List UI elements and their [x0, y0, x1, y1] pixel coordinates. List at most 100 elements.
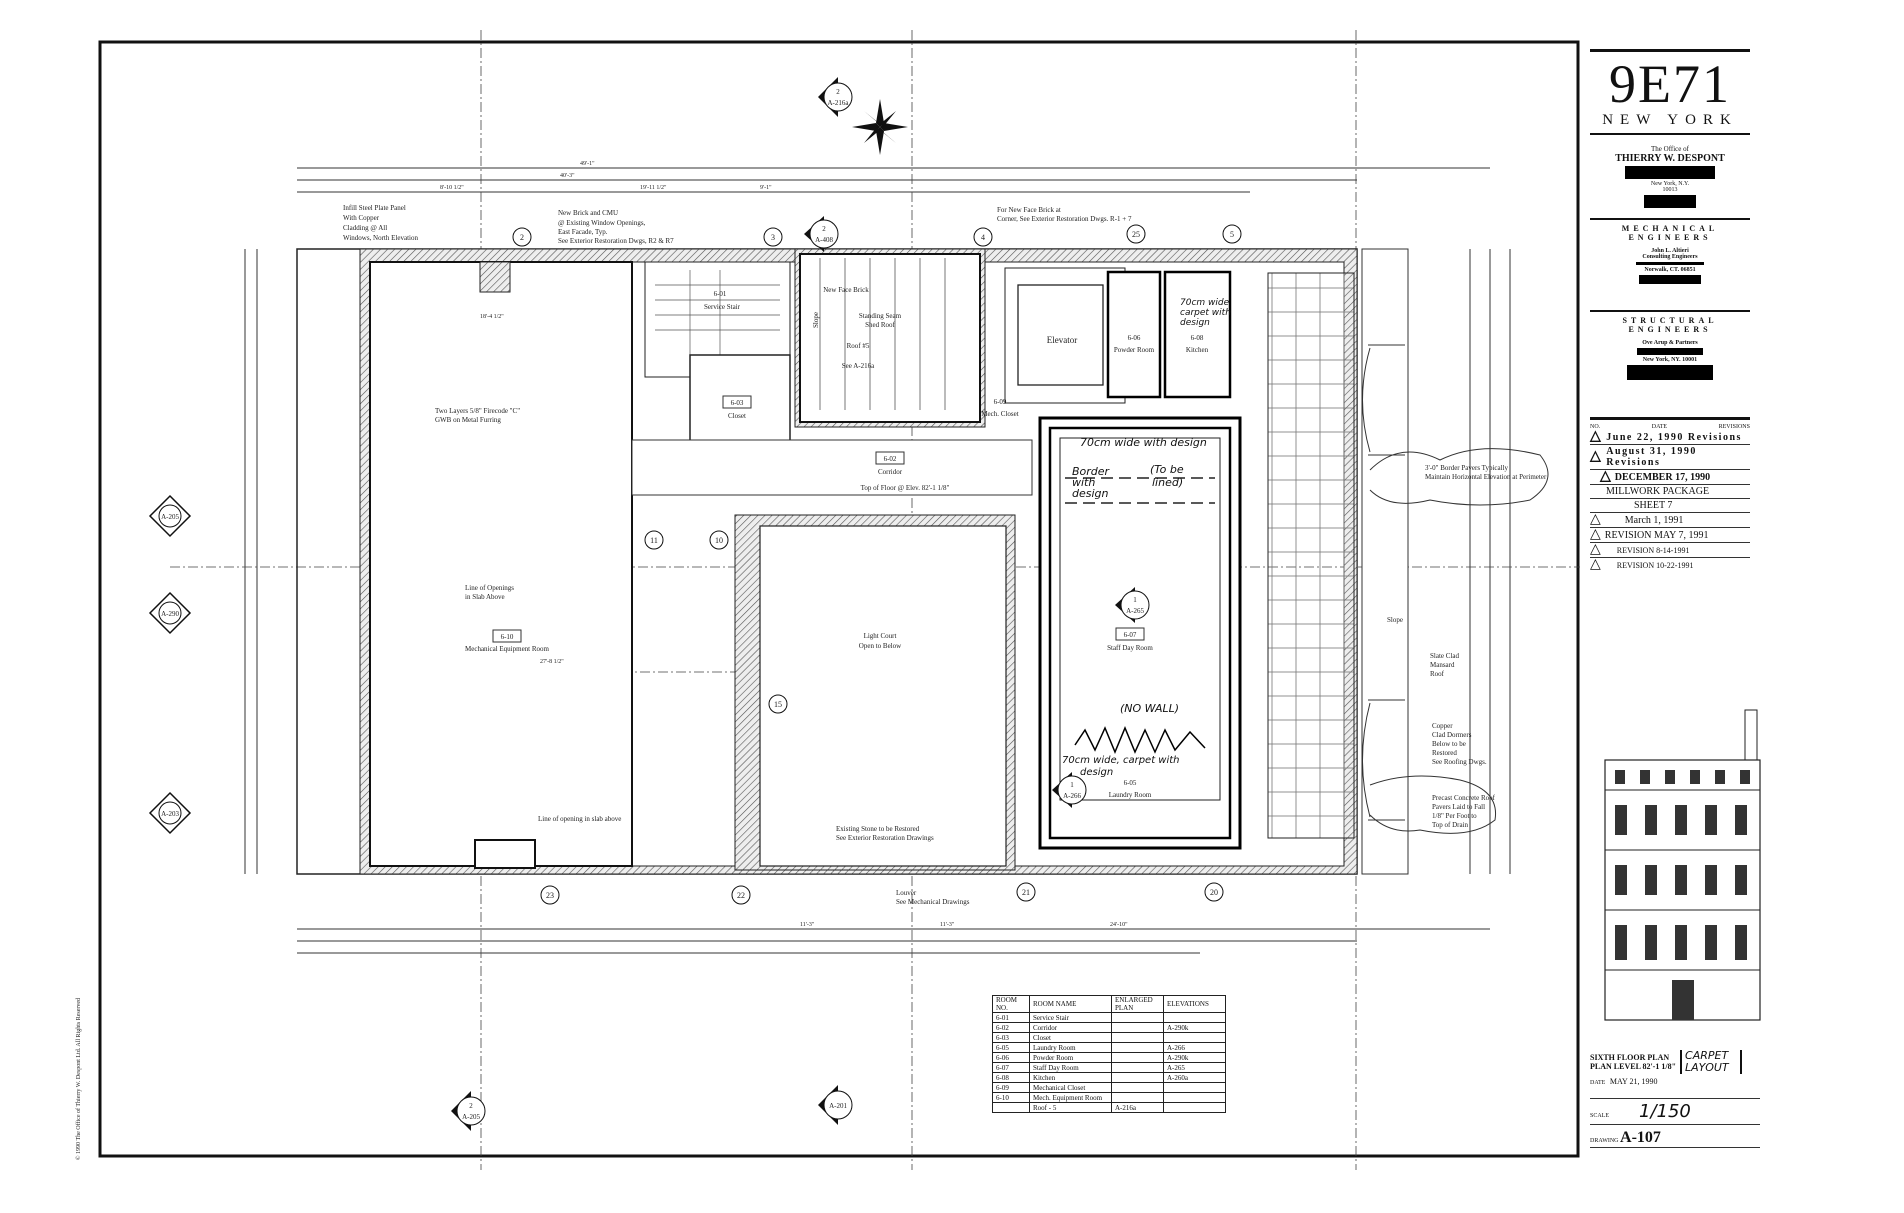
note: New Brick and CMU: [558, 209, 618, 217]
revision-triangle-icon: △: [1590, 512, 1601, 527]
slope-label: Slope: [1387, 616, 1403, 624]
grid-bubble: 4: [973, 227, 993, 247]
table-cell: [1163, 1102, 1226, 1113]
room-note: Shed Roof: [865, 321, 895, 329]
room-name: Kitchen: [1186, 346, 1209, 354]
section-marker[interactable]: 2A-408: [804, 216, 839, 252]
sheet-info: SIXTH FLOOR PLAN PLAN LEVEL 82'-1 1/8" C…: [1590, 1050, 1760, 1148]
revision-text: REVISION MAY 7, 1991: [1604, 529, 1709, 541]
table-cell: Closet: [1029, 1032, 1112, 1043]
note: Cladding @ All: [343, 224, 387, 232]
section-marker[interactable]: 1A-265: [1115, 587, 1150, 623]
architect-zip: 10013: [1662, 187, 1678, 193]
handwritten-note: (To be: [1150, 463, 1184, 476]
dimension-label: 11'-3": [940, 922, 955, 928]
mech-engineers-heading: MECHANICAL ENGINEERS: [1621, 224, 1719, 242]
table-cell: 6-06: [992, 1052, 1030, 1063]
section-num: 1: [1133, 596, 1137, 604]
handwritten-sheet-title: CARPET LAYOUT: [1680, 1050, 1743, 1074]
dimension-label: 8'-10 1/2": [440, 185, 464, 191]
sheet-border: [98, 40, 1580, 1158]
project-logo: 9E71: [1609, 54, 1731, 114]
grid-bubble: 10: [709, 530, 729, 550]
svg-text:10: 10: [715, 536, 723, 545]
plan-level: PLAN LEVEL 82'-1 1/8": [1590, 1062, 1677, 1071]
column-header: ROOM NAME: [1029, 995, 1112, 1013]
revision-row: △REVISION 10-22-1991: [1590, 558, 1750, 572]
section-marker[interactable]: 1A-266: [1052, 772, 1087, 808]
note: With Copper: [343, 214, 380, 222]
note: Existing Stone to be Restored: [836, 825, 920, 833]
slope-label: Slope: [812, 312, 820, 328]
section-ref: A-290: [161, 610, 179, 618]
section-marker[interactable]: 2A-216a: [818, 77, 853, 117]
table-cell: [1111, 1052, 1164, 1063]
section-marker[interactable]: A-201: [818, 1085, 853, 1125]
revision-text: August 31, 1990 Revisions: [1606, 446, 1697, 468]
office-prefix: The Office of: [1651, 145, 1689, 153]
note: Roof: [1430, 670, 1445, 678]
grid-bubble: 11: [644, 530, 664, 550]
dimension-label: 18'-4 1/2": [480, 314, 504, 320]
note: Pavers Laid to Fall: [1432, 803, 1485, 811]
section-marker[interactable]: A-203: [148, 791, 192, 835]
table-cell: Service Stair: [1029, 1012, 1112, 1023]
section-marker[interactable]: 2A-205: [451, 1091, 486, 1131]
redaction-bar: [1627, 365, 1713, 380]
revision-text: REVISION 8-14-1991: [1616, 545, 1690, 555]
dimension-lines-top: [244, 167, 1511, 954]
room-name: Mech. Closet: [981, 410, 1018, 418]
sheet-title: SIXTH FLOOR PLAN: [1590, 1053, 1670, 1062]
table-cell: A-260a: [1163, 1072, 1226, 1083]
room-number: 6-01: [714, 290, 727, 298]
table-cell: Kitchen: [1029, 1072, 1112, 1083]
table-cell: [1163, 1032, 1226, 1043]
struct-engineers-heading: STRUCTURAL ENGINEERS: [1622, 316, 1718, 334]
mech-engineer-city: Norwalk, CT. 06851: [1644, 267, 1696, 273]
revision-row: △REVISION MAY 7, 1991: [1590, 528, 1750, 543]
handwritten-note: 70cm wide, carpet with: [1062, 755, 1180, 766]
copyright-text: © 1990 The Office of Thierry W. Despont …: [75, 998, 82, 1160]
note: in Slab Above: [465, 593, 505, 601]
revision-text: SHEET 7: [1634, 500, 1673, 511]
room-name: Light Court: [864, 632, 897, 640]
section-marker[interactable]: A-205: [148, 494, 192, 538]
table-cell: A-266: [1163, 1042, 1226, 1053]
grid-bubble: 2: [512, 227, 532, 247]
room-number: 6-03: [731, 399, 744, 407]
note: Corner, See Exterior Restoration Dwgs. R…: [997, 215, 1132, 223]
revision-text: DECEMBER 17, 1990: [1614, 471, 1711, 483]
architect-city: New York, N.Y.: [1650, 181, 1690, 187]
room-number: 6-02: [884, 455, 897, 463]
rev-header-no: NO.: [1590, 424, 1601, 430]
note: @ Existing Window Openings,: [558, 219, 646, 227]
note: See Roofing Dwgs.: [1432, 758, 1487, 766]
svg-text:11: 11: [650, 536, 658, 545]
dimension-labels: 49'-1" 40'-3" 19'-11 1/2" 8'-10 1/2" 9'-…: [440, 161, 1128, 928]
revision-triangle-icon: △: [1590, 449, 1603, 464]
note: Slate Clad: [1430, 652, 1459, 660]
grid-bubble: 23: [540, 885, 560, 905]
section-marker[interactable]: A-290: [148, 591, 192, 635]
grid-bubble: 25: [1126, 224, 1146, 244]
table-cell: 6-10: [992, 1092, 1030, 1103]
room-name: Laundry Room: [1109, 791, 1152, 799]
dimension-label: 11'-3": [800, 922, 815, 928]
table-cell: 6-02: [992, 1022, 1030, 1033]
table-cell: [1163, 1092, 1226, 1103]
handwritten-note: (NO WALL): [1120, 702, 1179, 715]
table-header-row: ROOM NO. ROOM NAME ENLARGED PLAN ELEVATI…: [992, 995, 1226, 1013]
table-cell: A-290k: [1163, 1052, 1226, 1063]
svg-text:20: 20: [1210, 888, 1218, 897]
grid-bubble: 5: [1222, 224, 1242, 244]
note: Mansard: [1430, 661, 1455, 669]
room-name: Elevator: [1047, 335, 1078, 345]
handwritten-note: with: [1072, 476, 1095, 489]
grid-bubble: 3: [763, 227, 783, 247]
rev-header-revisions: REVISIONS: [1718, 424, 1750, 430]
